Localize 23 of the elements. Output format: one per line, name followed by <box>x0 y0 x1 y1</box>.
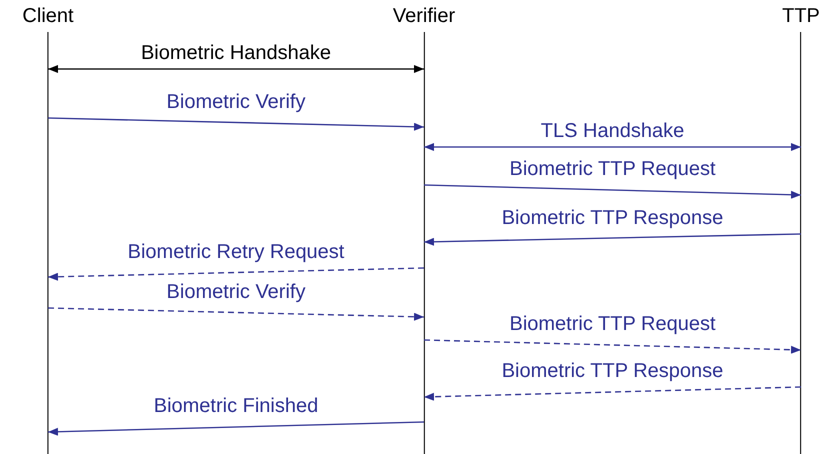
message-arrow <box>48 65 424 73</box>
edge-label: Biometric Handshake <box>140 41 332 65</box>
message-arrow <box>424 339 802 354</box>
edge-label: Biometric Verify <box>166 280 306 304</box>
edge-label: Biometric Retry Request <box>128 240 344 264</box>
message-arrow <box>424 184 802 199</box>
message-arrow <box>424 386 802 401</box>
message-arrow <box>48 421 424 436</box>
edge-label: Biometric TTP Response <box>502 206 724 230</box>
edge-label: Biometric Verify <box>166 90 306 114</box>
message-arrow <box>424 143 801 151</box>
participant-label: Client <box>22 4 74 28</box>
participant-label: Verifier <box>392 4 456 28</box>
edge-label: Biometric Finished <box>154 394 318 418</box>
edge-label: Biometric TTP Response <box>502 359 724 383</box>
edge-label: Biometric TTP Request <box>510 312 716 336</box>
edge-label: TLS Handshake <box>540 119 684 143</box>
message-arrow <box>424 233 802 246</box>
message-arrow <box>48 117 424 131</box>
edge-label: Biometric TTP Request <box>510 157 716 181</box>
message-arrow <box>48 267 424 281</box>
message-arrow <box>48 307 424 321</box>
participant-label: TTP <box>782 4 820 28</box>
